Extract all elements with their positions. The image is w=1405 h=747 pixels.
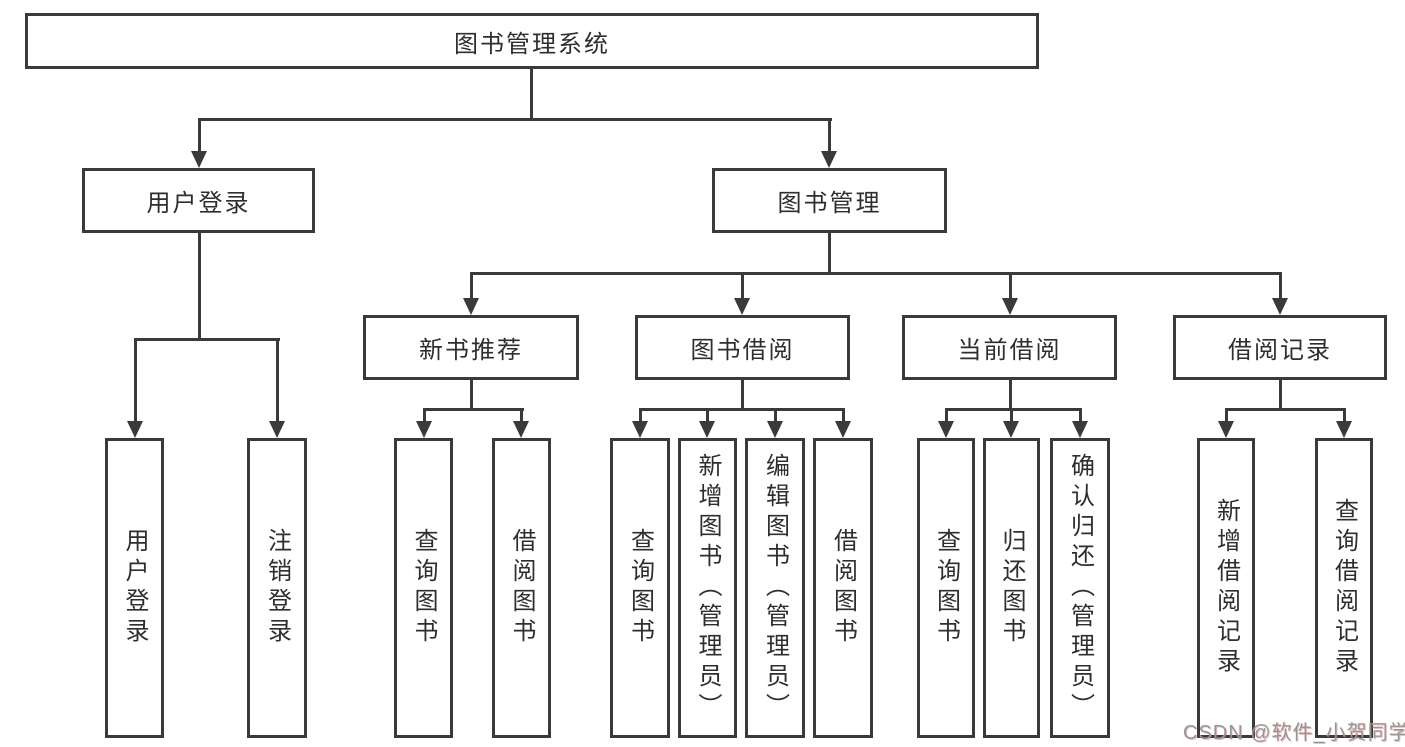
arrow-leaf-confirm-return-admin-head <box>1072 421 1088 438</box>
stub-current-borrowing <box>1008 380 1012 411</box>
arrow-new-books-head <box>463 298 479 315</box>
arrow-user-login-line <box>197 118 201 156</box>
arrow-borrowing-records-line <box>1278 272 1282 303</box>
leaf-borrow-books-borrowing: 借阅图书 <box>813 438 873 738</box>
arrow-leaf-query-borrow-record-head <box>1336 421 1352 438</box>
hline-user-login <box>133 338 280 341</box>
arrow-leaf-query-books-borrowing-line <box>638 408 642 426</box>
leaf-add-borrow-record: 新增借阅记录 <box>1197 438 1255 738</box>
arrow-leaf-confirm-return-admin-line <box>1078 408 1082 426</box>
arrow-new-books-line <box>469 272 473 303</box>
leaf-borrow-books-newbooks: 借阅图书 <box>492 438 551 738</box>
hline-root <box>197 118 832 121</box>
arrow-leaf-borrow-books-newbooks-head <box>513 421 529 438</box>
stub-root <box>529 69 533 121</box>
arrow-leaf-user-login-line <box>133 338 137 426</box>
hline-current-borrowing <box>944 408 1082 411</box>
arrow-leaf-query-borrow-record-line <box>1342 408 1346 426</box>
leaf-edit-books-admin: 编辑图书（管理员） <box>745 438 805 738</box>
arrow-leaf-borrow-books-borrowing-head <box>835 421 851 438</box>
arrow-leaf-borrow-books-newbooks-line <box>519 408 523 426</box>
leaf-query-books-current: 查询图书 <box>917 438 975 738</box>
arrow-leaf-query-books-newbooks-line <box>422 408 426 426</box>
arrow-leaf-return-books-head <box>1003 421 1019 438</box>
node-root-library-system: 图书管理系统 <box>25 13 1039 69</box>
arrow-leaf-logout-head <box>269 421 285 438</box>
arrow-current-borrowing-line <box>1008 272 1012 303</box>
stub-new-books <box>469 380 473 411</box>
leaf-user-login: 用户登录 <box>105 438 164 738</box>
arrow-leaf-add-borrow-record-head <box>1218 421 1234 438</box>
leaf-query-books-borrowing: 查询图书 <box>610 438 670 738</box>
hline-book-borrowing <box>638 408 845 411</box>
leaf-return-books: 归还图书 <box>983 438 1040 738</box>
hline-borrowing-records <box>1224 408 1346 411</box>
stub-book-borrowing <box>740 380 744 411</box>
arrow-leaf-user-login-head <box>127 421 143 438</box>
arrow-book-borrowing-head <box>734 298 750 315</box>
arrow-book-management-line <box>827 118 831 156</box>
leaf-logout: 注销登录 <box>247 438 307 738</box>
arrow-book-management-head <box>821 151 837 168</box>
stub-book-management <box>827 233 831 275</box>
stub-borrowing-records <box>1278 380 1282 411</box>
node-current-borrowing: 当前借阅 <box>902 315 1117 380</box>
arrow-leaf-query-books-current-head <box>938 421 954 438</box>
arrow-leaf-query-books-current-line <box>944 408 948 426</box>
watermark: CSDN @软件_小贺同学 <box>1183 722 1405 744</box>
arrow-leaf-edit-books-admin-line <box>773 408 777 426</box>
arrow-leaf-add-books-admin-line <box>705 408 709 426</box>
node-new-books: 新书推荐 <box>363 315 579 380</box>
arrow-leaf-edit-books-admin-head <box>767 421 783 438</box>
leaf-confirm-return-admin: 确认归还（管理员） <box>1050 438 1110 738</box>
leaf-query-borrow-record: 查询借阅记录 <box>1315 438 1373 738</box>
leaf-query-books-newbooks: 查询图书 <box>394 438 453 738</box>
hline-new-books <box>422 408 524 411</box>
leaf-add-books-admin: 新增图书（管理员） <box>678 438 737 738</box>
arrow-leaf-query-books-borrowing-head <box>632 421 648 438</box>
arrow-borrowing-records-head <box>1272 298 1288 315</box>
arrow-leaf-return-books-line <box>1009 408 1013 426</box>
node-book-borrowing: 图书借阅 <box>635 315 850 380</box>
arrow-leaf-logout-line <box>275 338 279 426</box>
arrow-current-borrowing-head <box>1002 298 1018 315</box>
arrow-leaf-borrow-books-borrowing-line <box>841 408 845 426</box>
arrow-leaf-add-books-admin-head <box>699 421 715 438</box>
node-borrowing-records: 借阅记录 <box>1173 315 1387 380</box>
arrow-user-login-head <box>191 151 207 168</box>
hline-book-management <box>469 272 1282 275</box>
arrow-book-borrowing-line <box>740 272 744 303</box>
node-book-management: 图书管理 <box>712 168 947 233</box>
arrow-leaf-query-books-newbooks-head <box>416 421 432 438</box>
node-user-login: 用户登录 <box>82 168 315 233</box>
stub-user-login <box>197 232 201 341</box>
arrow-leaf-add-borrow-record-line <box>1224 408 1228 426</box>
